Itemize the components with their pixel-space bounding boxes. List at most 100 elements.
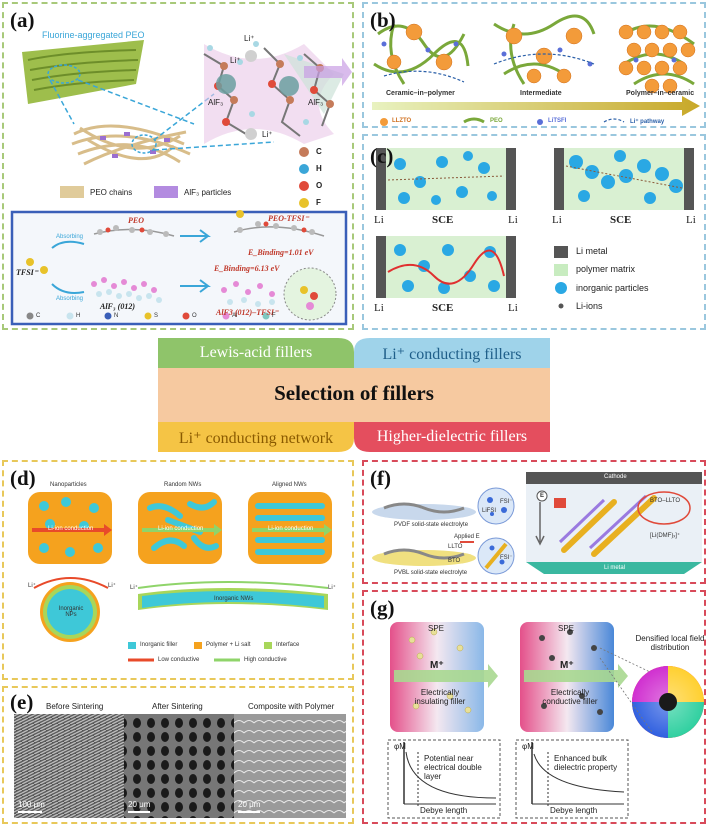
panel-b-graphic: [372, 14, 700, 126]
insulating-filler-label: Electrically insulating filler: [414, 688, 466, 706]
li-ion-label-1: Li⁺: [244, 34, 255, 43]
column-after-sintering: After Sintering: [152, 702, 203, 711]
tfsi-label: TFSI⁻: [16, 268, 39, 277]
legend-high-conductive: High conductive: [244, 657, 287, 663]
panel-c-graphic: [376, 148, 694, 309]
potential-label: Potential near electrical double layer: [424, 754, 482, 781]
legend-o: O: [192, 313, 197, 319]
stage-intermediate: Intermediate: [520, 90, 562, 97]
bto-label: BTO: [448, 558, 461, 564]
li-conducting-network: Li⁺ conducting network: [178, 430, 334, 447]
column-nanoparticles: Nanoparticles: [50, 482, 87, 488]
panel-g-graphic: [387, 622, 704, 819]
nw-li-right: Li⁺: [328, 585, 336, 591]
alf3-label-2: AlF₃: [308, 98, 324, 107]
debye-length-2: Debye length: [550, 806, 598, 815]
absorbing-label-1: Absorbing: [56, 234, 84, 240]
enhanced-label: Enhanced bulk dielectric property: [554, 754, 618, 772]
column-before-sintering: Before Sintering: [46, 702, 104, 711]
panel-b-label: (b): [370, 8, 396, 32]
legend-li-ions: Li-ions: [576, 301, 603, 311]
lifsi-label: LiFSI: [482, 508, 497, 514]
scale-bar-1: 100 μm: [18, 800, 45, 809]
stage-ceramic-in-polymer: Ceramic–in–polymer: [386, 90, 455, 97]
conduction-label-2: Li-ion conduction: [158, 526, 204, 532]
absorbing-label-2: Absorbing: [56, 296, 84, 302]
np-li-right: Li⁺: [108, 583, 116, 589]
column-aligned-nws: Aligned NWs: [272, 482, 307, 488]
phi-label-1: φM: [394, 742, 406, 751]
legend-inorganic-filler: Inorganic filler: [140, 642, 178, 648]
li-metal-label: Li metal: [604, 565, 626, 571]
element-h: H: [316, 164, 322, 173]
alf3-012-label: AlF₃ (012): [100, 302, 136, 311]
filler-selection-diagram: Lewis-acid fillers Li⁺ conducting filler…: [158, 338, 550, 452]
panel-c-label: (c): [370, 144, 394, 168]
m-label-2: M⁺: [560, 660, 574, 671]
conductive-filler-label: Electrically conductive filler: [542, 688, 598, 706]
panel-e: (e) Before Sintering After Sintering Com…: [2, 686, 354, 824]
np-li-left: Li⁺: [28, 583, 36, 589]
legend-peo-chains: PEO chains: [90, 188, 133, 197]
panel-g-label: (g): [370, 596, 395, 620]
debye-length-1: Debye length: [420, 806, 468, 815]
pvbl-label: PVBL solid-state electrolyte: [394, 570, 468, 576]
stage-polymer-in-ceramic: Polymer–in–ceramic: [626, 90, 695, 97]
legend-polymer-li-salt: Polymer + Li salt: [206, 642, 251, 648]
element-c: C: [316, 147, 322, 156]
legend-h: H: [76, 313, 81, 319]
panel-g: (g) SPE SPE M⁺ M⁺ Electrically insulatin…: [362, 590, 706, 824]
panel-d: (d) Nanoparticles Random NWs Aligned NWs…: [2, 460, 354, 680]
legend-inorganic-particles: inorganic particles: [576, 283, 649, 293]
panel-f-graphic: [372, 472, 702, 575]
c1-sce: SCE: [432, 214, 454, 226]
legend-llzto: LLZTO: [392, 118, 412, 124]
densified-label: Densified local field distribution: [635, 634, 705, 652]
c2-sce: SCE: [610, 214, 632, 226]
alf3-012-tfsi-label: AlF3 (012)–TFSI⁻: [216, 308, 279, 317]
legend-li-metal: Li metal: [576, 246, 608, 256]
filler-selection-graphic: [158, 338, 550, 452]
panel-d-graphic: [28, 492, 332, 662]
complex-label: [Li(DMF)ₓ]⁺: [650, 533, 681, 539]
legend-s: S: [154, 313, 159, 319]
scale-bar-3: 20 μm: [238, 800, 261, 809]
legend-c: C: [36, 313, 41, 319]
peo-tfsi-label: PEO-TFSI⁻: [268, 214, 309, 223]
panel-a-title: Fluorine-aggregated PEO: [42, 30, 145, 40]
panel-a: (a) Fluorine-aggregated PEO Li⁺ Li⁺ Li⁺ …: [2, 2, 354, 330]
e-binding-1: E_Binding=1.01 eV: [248, 248, 314, 257]
column-random-nws: Random NWs: [164, 482, 202, 488]
c3-li-left: Li: [374, 302, 384, 314]
element-f: F: [316, 198, 321, 207]
conduction-label-3: Li-ion conduction: [268, 526, 314, 532]
alf3-label-1: AlF₃: [208, 98, 224, 107]
c1-li-left: Li: [374, 214, 384, 226]
c2-li-right: Li: [686, 214, 696, 226]
legend-low-conductive: Low conductive: [158, 657, 200, 663]
fsi-label-1: FSI⁻: [500, 499, 513, 505]
selection-of-fillers-title: Selection of fillers: [274, 381, 434, 405]
panel-c: (c) Li SCE Li Li SCE Li Li SCE Li Li met…: [362, 134, 706, 330]
spe-label-1: SPE: [428, 624, 445, 633]
inorganic-nws-label: Inorganic NWs: [214, 596, 254, 602]
pvdf-label: PVDF solid-state electrolyte: [394, 522, 469, 528]
e-binding-2: E_Binding=6.13 eV: [214, 264, 280, 273]
legend-alf3-particles: AlF₃ particles: [184, 188, 232, 197]
phi-label-2: φM: [522, 742, 534, 751]
legend-li-pathway: Li⁺ pathway: [630, 119, 665, 125]
legend-interface: Interface: [276, 642, 300, 648]
llto-label: LLTO: [448, 544, 463, 550]
panel-f-label: (f): [370, 466, 391, 490]
c1-li-right: Li: [508, 214, 518, 226]
higher-dielectric-fillers: Higher-dielectric fillers: [376, 428, 528, 445]
peo-label: PEO: [128, 216, 144, 225]
legend-al: Al: [232, 313, 238, 319]
cathode-label: Cathode: [604, 474, 627, 480]
nw-li-left: Li⁺: [130, 585, 138, 591]
legend-litsfi: LiTSFI: [548, 118, 567, 124]
c2-li-left: Li: [552, 214, 562, 226]
e-field-label: E: [540, 493, 545, 499]
legend-polymer-matrix: polymer matrix: [576, 264, 636, 274]
column-composite-polymer: Composite with Polymer: [248, 702, 335, 711]
